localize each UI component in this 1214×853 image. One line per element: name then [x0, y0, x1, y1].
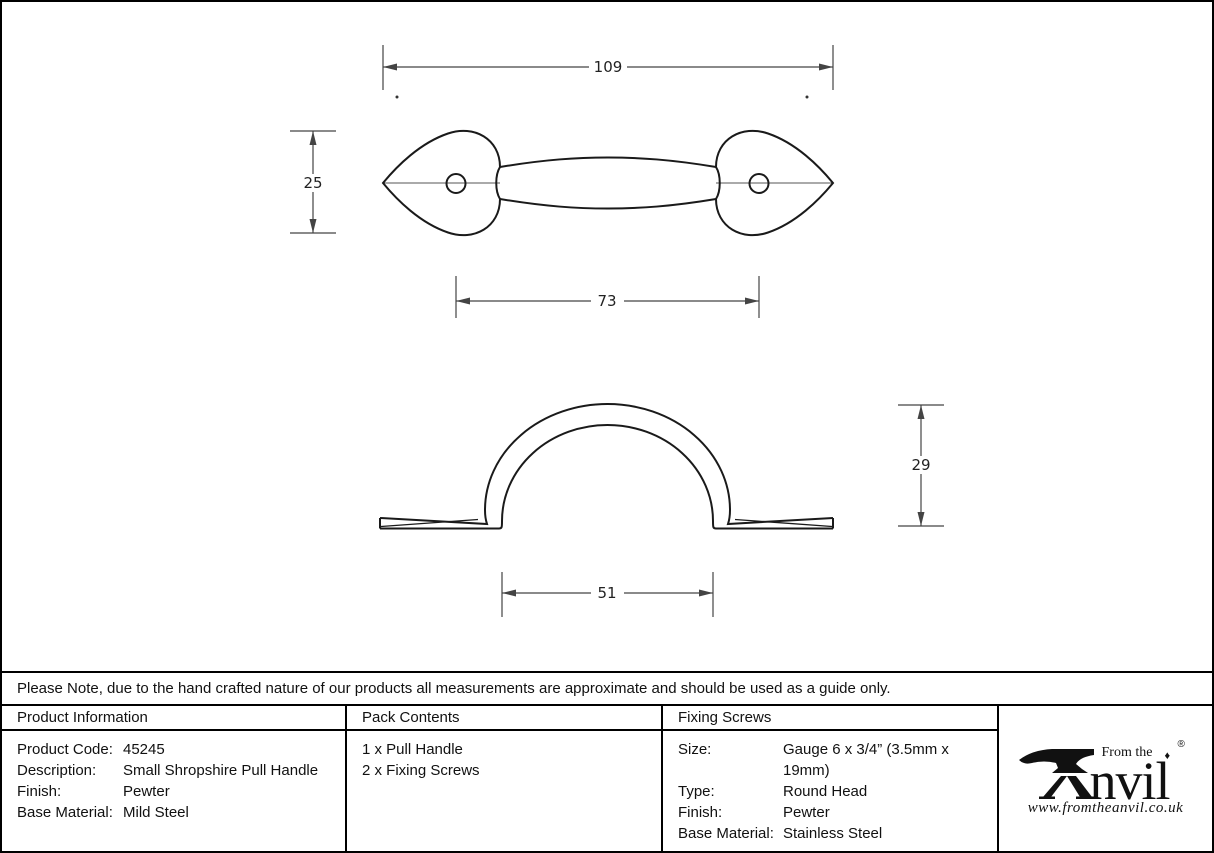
pack-contents-column: Pack Contents 1 x Pull Handle 2 x Fixing… [347, 706, 663, 851]
anvil-icon [1018, 748, 1096, 799]
row-label: Size: [678, 741, 712, 758]
fixing-screws-header: Fixing Screws [663, 706, 997, 731]
table-row: Size: Gauge 6 x 3/4” (3.5mm x 19mm) [678, 739, 987, 781]
flange-left-crease [380, 518, 479, 528]
bow-inner-contour [380, 424, 833, 530]
grip-bottom-edge [499, 198, 717, 210]
row-value: Round Head [783, 783, 868, 800]
row-value: Pewter [783, 804, 830, 821]
dim-plate-width: 25 [290, 130, 336, 234]
table-row: Finish: Pewter [678, 802, 987, 823]
table-row: Description: Small Shropshire Pull Handl… [17, 760, 335, 781]
row-label: Product Code: [17, 741, 113, 758]
table-row: Base Material: Stainless Steel [678, 823, 987, 844]
dim-overall-length: 109 [382, 45, 834, 90]
registered-mark: ® [1177, 738, 1185, 750]
side-view [379, 403, 834, 530]
list-item: 2 x Fixing Screws [362, 762, 480, 779]
pack-contents-body: 1 x Pull Handle 2 x Fixing Screws [347, 731, 661, 781]
top-view [381, 129, 835, 237]
dimensions: 109 25 73 51 [290, 45, 944, 617]
row-value: Small Shropshire Pull Handle [123, 762, 319, 779]
product-information-header: Product Information [2, 706, 345, 731]
table-row: Finish: Pewter [17, 781, 335, 802]
grip-top-edge [499, 156, 717, 168]
brand-prefix: From the [1101, 744, 1153, 760]
diamond-icon: ♦ [1164, 749, 1171, 762]
product-information-column: Product Information Product Code: 45245 … [2, 706, 347, 851]
table-row: Product Code: 45245 [17, 739, 335, 760]
right-screw-hole [748, 173, 770, 194]
from-the-anvil-logo: From the ♦ ® nvil www.fromtheanvil.co.uk [1018, 735, 1194, 823]
list-item: 1 x Pull Handle [362, 741, 463, 758]
row-label: Finish: [17, 783, 62, 800]
dim-label-73: 73 [597, 292, 616, 310]
info-table: Product Information Product Code: 45245 … [2, 706, 1212, 851]
bow-outer-contour [379, 403, 834, 526]
dim-inner-width: 51 [501, 572, 714, 617]
stray-dot [395, 95, 399, 99]
row-value: Pewter [123, 783, 170, 800]
brand-name: nvil [1089, 750, 1171, 811]
stray-dot [805, 95, 809, 99]
row-label: Base Material: [17, 804, 113, 821]
brand-website: www.fromtheanvil.co.uk [1027, 799, 1184, 816]
fixing-screws-column: Fixing Screws Size: Gauge 6 x 3/4” (3.5m… [663, 706, 999, 851]
right-heart-plate [714, 129, 835, 237]
table-row: Type: Round Head [678, 781, 987, 802]
fixing-screws-body: Size: Gauge 6 x 3/4” (3.5mm x 19mm) Type… [663, 731, 997, 844]
row-label: Description: [17, 762, 97, 779]
dim-label-51: 51 [597, 584, 616, 602]
left-screw-hole [445, 173, 467, 194]
row-label: Finish: [678, 804, 723, 821]
row-value: Gauge 6 x 3/4” (3.5mm x 19mm) [783, 741, 949, 779]
product-information-body: Product Code: 45245 Description: Small S… [2, 731, 345, 823]
row-value: Stainless Steel [783, 825, 883, 842]
table-row: Base Material: Mild Steel [17, 802, 335, 823]
dim-label-25: 25 [303, 174, 322, 192]
dim-label-109: 109 [594, 58, 623, 76]
dim-projection: 29 [898, 404, 944, 527]
row-value: 45245 [123, 741, 165, 758]
technical-drawing: 109 25 73 51 [290, 45, 944, 617]
pack-contents-header: Pack Contents [347, 706, 661, 731]
left-heart-plate [381, 129, 502, 237]
measurement-note: Please Note, due to the hand crafted nat… [2, 671, 1212, 706]
row-label: Base Material: [678, 825, 774, 842]
dim-hole-centres: 73 [455, 276, 760, 318]
row-value: Mild Steel [123, 804, 189, 821]
row-label: Type: [678, 783, 715, 800]
brand-column: From the ♦ ® nvil www.fromtheanvil.co.uk [999, 706, 1212, 851]
note-text: Please Note, due to the hand crafted nat… [17, 680, 891, 697]
dim-label-29: 29 [911, 456, 930, 474]
flange-right-crease [734, 518, 833, 528]
